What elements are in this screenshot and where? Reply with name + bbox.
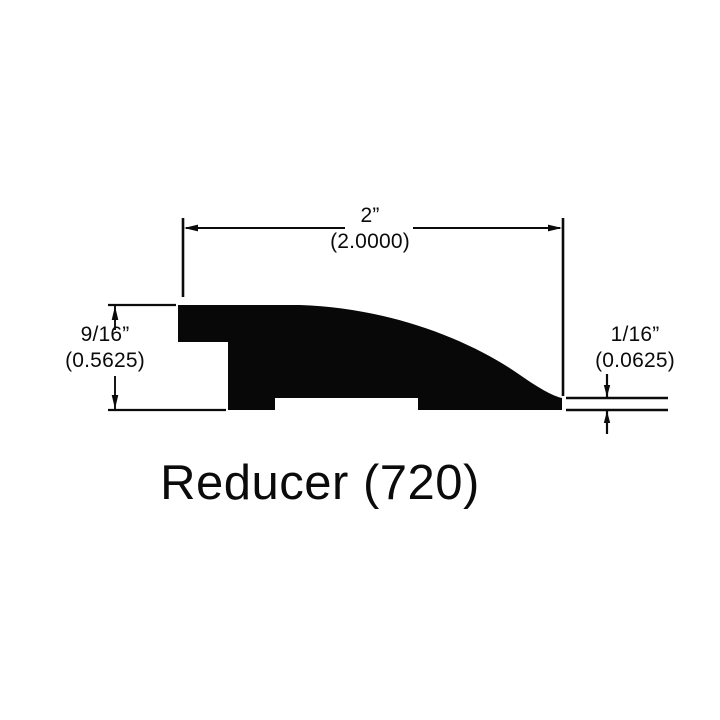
- width-dimension: [181, 218, 565, 396]
- width-decimal-text: (2.0000): [330, 230, 410, 253]
- width-dimension-label: 2” (2.0000): [300, 203, 440, 255]
- left-height-arrow-top-icon: [111, 306, 119, 320]
- right-height-dimension: [566, 374, 668, 434]
- width-fraction-text: 2”: [360, 204, 380, 227]
- left-height-dimension: [108, 303, 226, 412]
- right-height-arrow-bottom-icon: [603, 411, 611, 423]
- right-height-decimal-text: (0.0625): [595, 349, 675, 372]
- right-height-dimension-label: 1/16” (0.0625): [560, 322, 710, 374]
- left-height-decimal-text: (0.5625): [65, 349, 145, 372]
- right-height-arrow-top-icon: [603, 385, 611, 397]
- reducer-profile-shape: [178, 305, 562, 410]
- right-height-fraction-text: 1/16”: [610, 323, 660, 346]
- drawing-title: Reducer (720): [160, 456, 480, 510]
- left-height-fraction-text: 9/16”: [80, 323, 130, 346]
- width-arrow-right-icon: [548, 224, 562, 232]
- left-height-arrow-bottom-icon: [111, 395, 119, 409]
- left-height-dimension-label: 9/16” (0.5625): [10, 322, 200, 374]
- width-arrow-left-icon: [184, 224, 198, 232]
